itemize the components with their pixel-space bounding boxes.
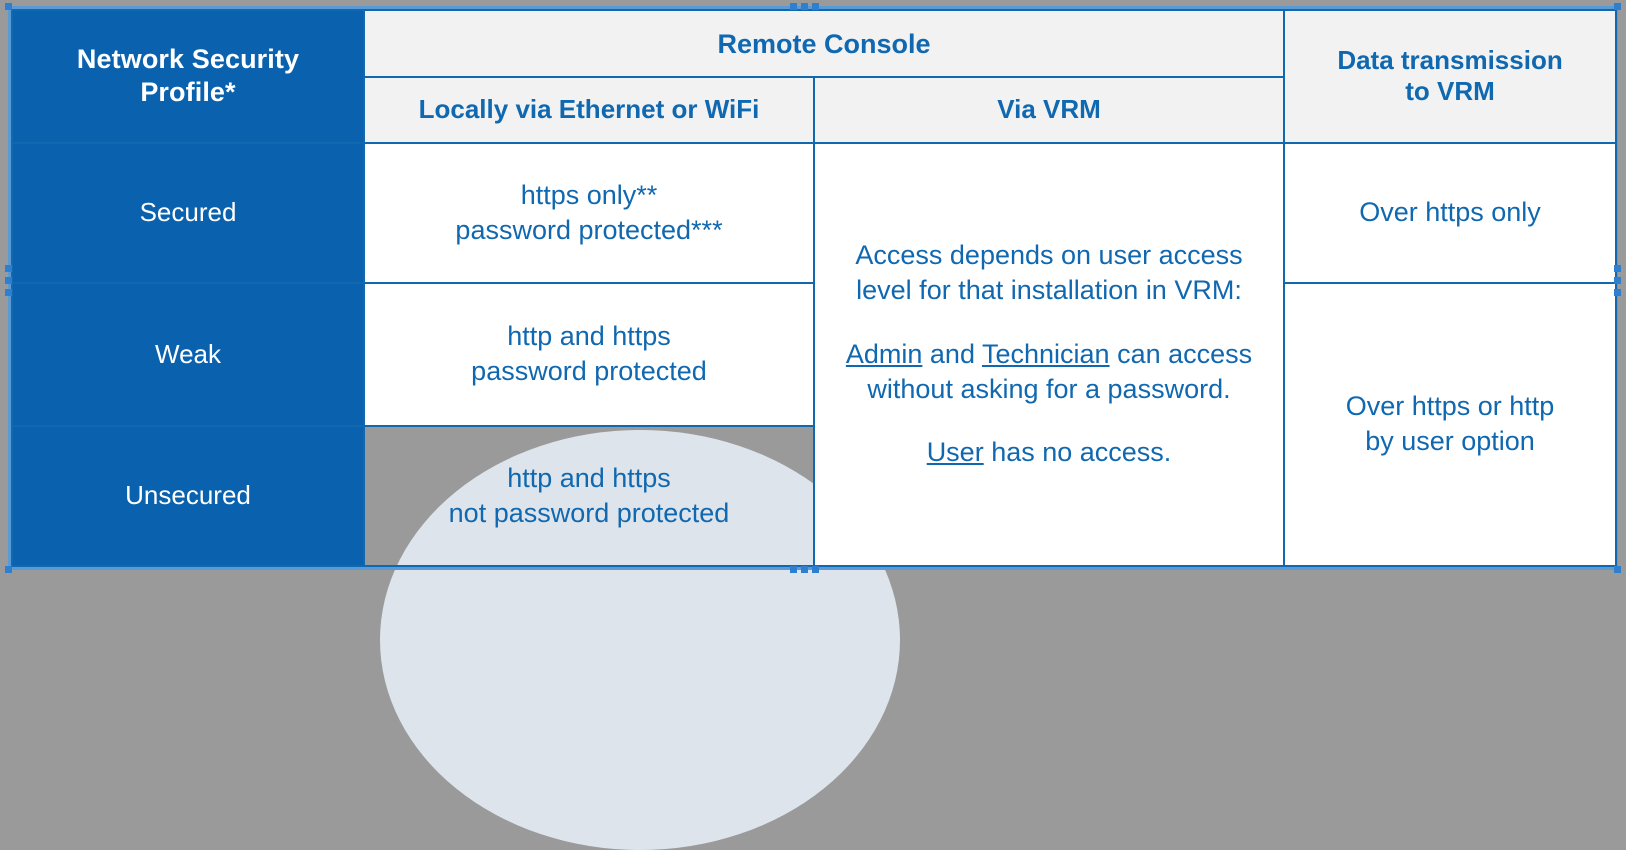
data-transmission-line1: Over https or http — [1345, 391, 1555, 422]
vrm-para2-line2: without asking for a password. — [867, 373, 1231, 404]
header-remote-console: Remote Console — [362, 8, 1286, 79]
via-vrm-cell: Access depends on user access level for … — [812, 141, 1286, 568]
selection-handle-bottom-left[interactable] — [5, 566, 12, 573]
local-access-cell-weak: http and https password protected — [363, 281, 815, 427]
local-access-cell-unsecured: http and https not password protected — [363, 424, 815, 568]
vrm-para1-line1: Access depends on user access — [855, 240, 1243, 271]
selection-handle-bottom-center[interactable] — [790, 566, 797, 573]
vrm-paragraph-spacer-2 — [825, 407, 1273, 435]
selection-handle-top-center-2[interactable] — [812, 3, 819, 10]
data-transmission-cell-secured: Over https only — [1283, 141, 1618, 284]
vrm-para3-tail: has no access. — [983, 437, 1172, 468]
vrm-role-admin: Admin — [845, 338, 923, 369]
header-network-security-profile: Network Security Profile* — [11, 9, 365, 144]
vrm-role-technician: Technician — [981, 338, 1110, 369]
selection-handle-top-center-3[interactable] — [790, 3, 797, 10]
selection-handle-mid-right[interactable] — [1614, 265, 1621, 272]
data-transmission-cell-weak-unsecured: Over https or http by user option — [1283, 281, 1618, 568]
local-access-line2: password protected — [471, 356, 707, 387]
vrm-para1-line2: level for that installation in VRM: — [856, 275, 1242, 306]
profile-cell-secured: Secured — [11, 141, 365, 284]
data-transmission-line2: by user option — [1365, 426, 1535, 457]
table-row: Weak http and https password protected O… — [11, 281, 1618, 568]
vrm-para2-conjunction: and — [922, 338, 982, 369]
selection-handle-mid-right-2[interactable] — [1614, 277, 1621, 284]
table-row: Secured https only** password protected*… — [11, 141, 1618, 568]
header-locally-via-ethernet-or-wifi: Locally via Ethernet or WiFi — [363, 76, 815, 144]
header-via-vrm: Via VRM — [812, 76, 1286, 144]
vrm-role-user: User — [926, 437, 984, 468]
selection-handle-top-center[interactable] — [801, 3, 808, 10]
selection-handle-mid-left-2[interactable] — [5, 277, 12, 284]
header-data-transmission-line1: Data transmission — [1337, 45, 1563, 76]
selection-handle-top-right[interactable] — [1614, 3, 1621, 10]
header-data-transmission-line2: to VRM — [1405, 76, 1495, 107]
profile-cell-unsecured: Unsecured — [11, 424, 365, 568]
local-access-line2: not password protected — [448, 497, 730, 528]
selection-handle-bottom-right[interactable] — [1614, 566, 1621, 573]
local-access-line2: password protected*** — [455, 214, 723, 245]
header-profile-line2: Profile* — [140, 77, 236, 108]
slide-canvas: Network Security Profile* Remote Console… — [5, 3, 1621, 850]
table-header-row-1: Network Security Profile* Remote Console… — [11, 8, 1618, 144]
selection-handle-mid-left[interactable] — [5, 265, 12, 272]
network-security-profile-table: Network Security Profile* Remote Console… — [11, 8, 1618, 568]
selection-handle-mid-left-3[interactable] — [5, 289, 12, 296]
local-access-cell-secured: https only** password protected*** — [363, 141, 815, 284]
selection-handle-mid-right-3[interactable] — [1614, 289, 1621, 296]
local-access-line1: http and https — [507, 462, 671, 493]
selection-handle-bottom-center-2[interactable] — [801, 566, 808, 573]
table-header-row-2: Locally via Ethernet or WiFi Via VRM — [12, 76, 1616, 144]
vrm-para2-tail: can access — [1109, 338, 1253, 369]
vrm-paragraph-spacer-1 — [825, 308, 1273, 336]
header-data-transmission-to-vrm: Data transmission to VRM — [1283, 9, 1618, 144]
local-access-line1: https only** — [520, 179, 658, 210]
selection-handle-top-left[interactable] — [5, 3, 12, 10]
profile-cell-weak: Weak — [11, 281, 365, 427]
header-profile-line1: Network Security — [76, 44, 300, 75]
local-access-line1: http and https — [507, 321, 671, 352]
selection-handle-bottom-center-3[interactable] — [812, 566, 819, 573]
